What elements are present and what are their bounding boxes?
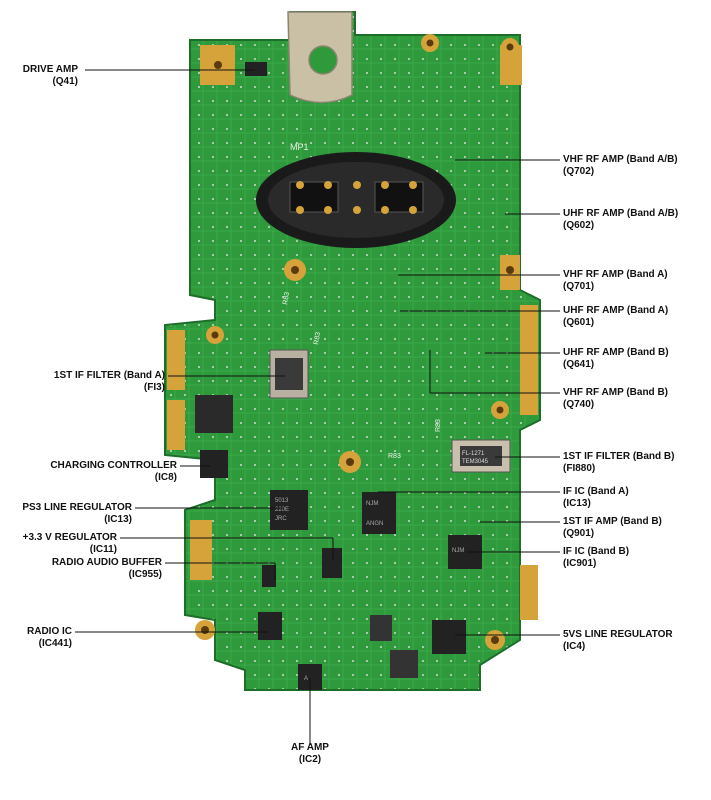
svg-text:R83: R83 [388,453,401,460]
label-af-amp: AF AMP(IC2) [291,742,329,765]
board-outline [164,11,541,691]
label-radio-audio-buffer: RADIO AUDIO BUFFER(IC955) [51,557,162,580]
label-charging-controller: CHARGING CONTROLLER(IC8) [50,460,177,483]
svg-text:NJM: NJM [452,548,464,554]
svg-text:R83: R83 [313,331,322,345]
svg-text:ANGN: ANGN [366,521,383,527]
svg-text:FL-1271: FL-1271 [462,451,485,457]
svg-text:NJM: NJM [366,501,378,507]
label-1st-if-filter-b: 1ST IF FILTER (Band B)(FI880) [563,451,675,474]
label-1st-if-amp-b: 1ST IF AMP (Band B)(Q901) [563,516,662,539]
label-if-ic-b: IF IC (Band B)(IC901) [563,546,630,569]
svg-text:TEM3045: TEM3045 [462,459,489,465]
silk-mp1: MP1 [290,142,309,152]
label-if-ic-a: IF IC (Band A)(IC13) [563,486,629,509]
silkscreen: R83 R83 R83 R83 FL-1271 TEM3045 5013 220… [275,291,489,682]
connector-mp1: MP1 [256,142,456,248]
label-uhf-rf-amp-b: UHF RF AMP (Band B)(Q641) [563,347,669,370]
svg-text:A: A [304,676,308,682]
ic-components [195,62,511,690]
svg-text:R83: R83 [282,291,291,305]
svg-text:R83: R83 [435,419,442,432]
svg-text:220E: 220E [275,507,289,513]
label-3v3-regulator: +3.3 V REGULATOR(IC11) [22,532,117,555]
label-radio-ic: RADIO IC(IC441) [27,626,72,649]
label-ps3-line-regulator: PS3 LINE REGULATOR(IC13) [22,502,132,525]
svg-text:JRC: JRC [275,516,287,522]
label-drive-amp: DRIVE AMP(Q41) [22,64,78,87]
label-vhf-rf-amp-b: VHF RF AMP (Band B)(Q740) [563,387,668,410]
label-5vs-line-regulator: 5VS LINE REGULATOR(IC4) [563,629,673,652]
label-uhf-rf-amp-a: UHF RF AMP (Band A)(Q601) [563,305,669,328]
label-vhf-rf-amp-ab: VHF RF AMP (Band A/B)(Q702) [563,154,678,177]
leader-lines [75,69,560,745]
label-1st-if-filter-a: 1ST IF FILTER (Band A)(FI3) [53,370,165,393]
svg-text:5013: 5013 [275,498,289,504]
label-uhf-rf-amp-ab: UHF RF AMP (Band A/B)(Q602) [563,208,679,231]
label-vhf-rf-amp-a: VHF RF AMP (Band A)(Q701) [563,269,668,292]
